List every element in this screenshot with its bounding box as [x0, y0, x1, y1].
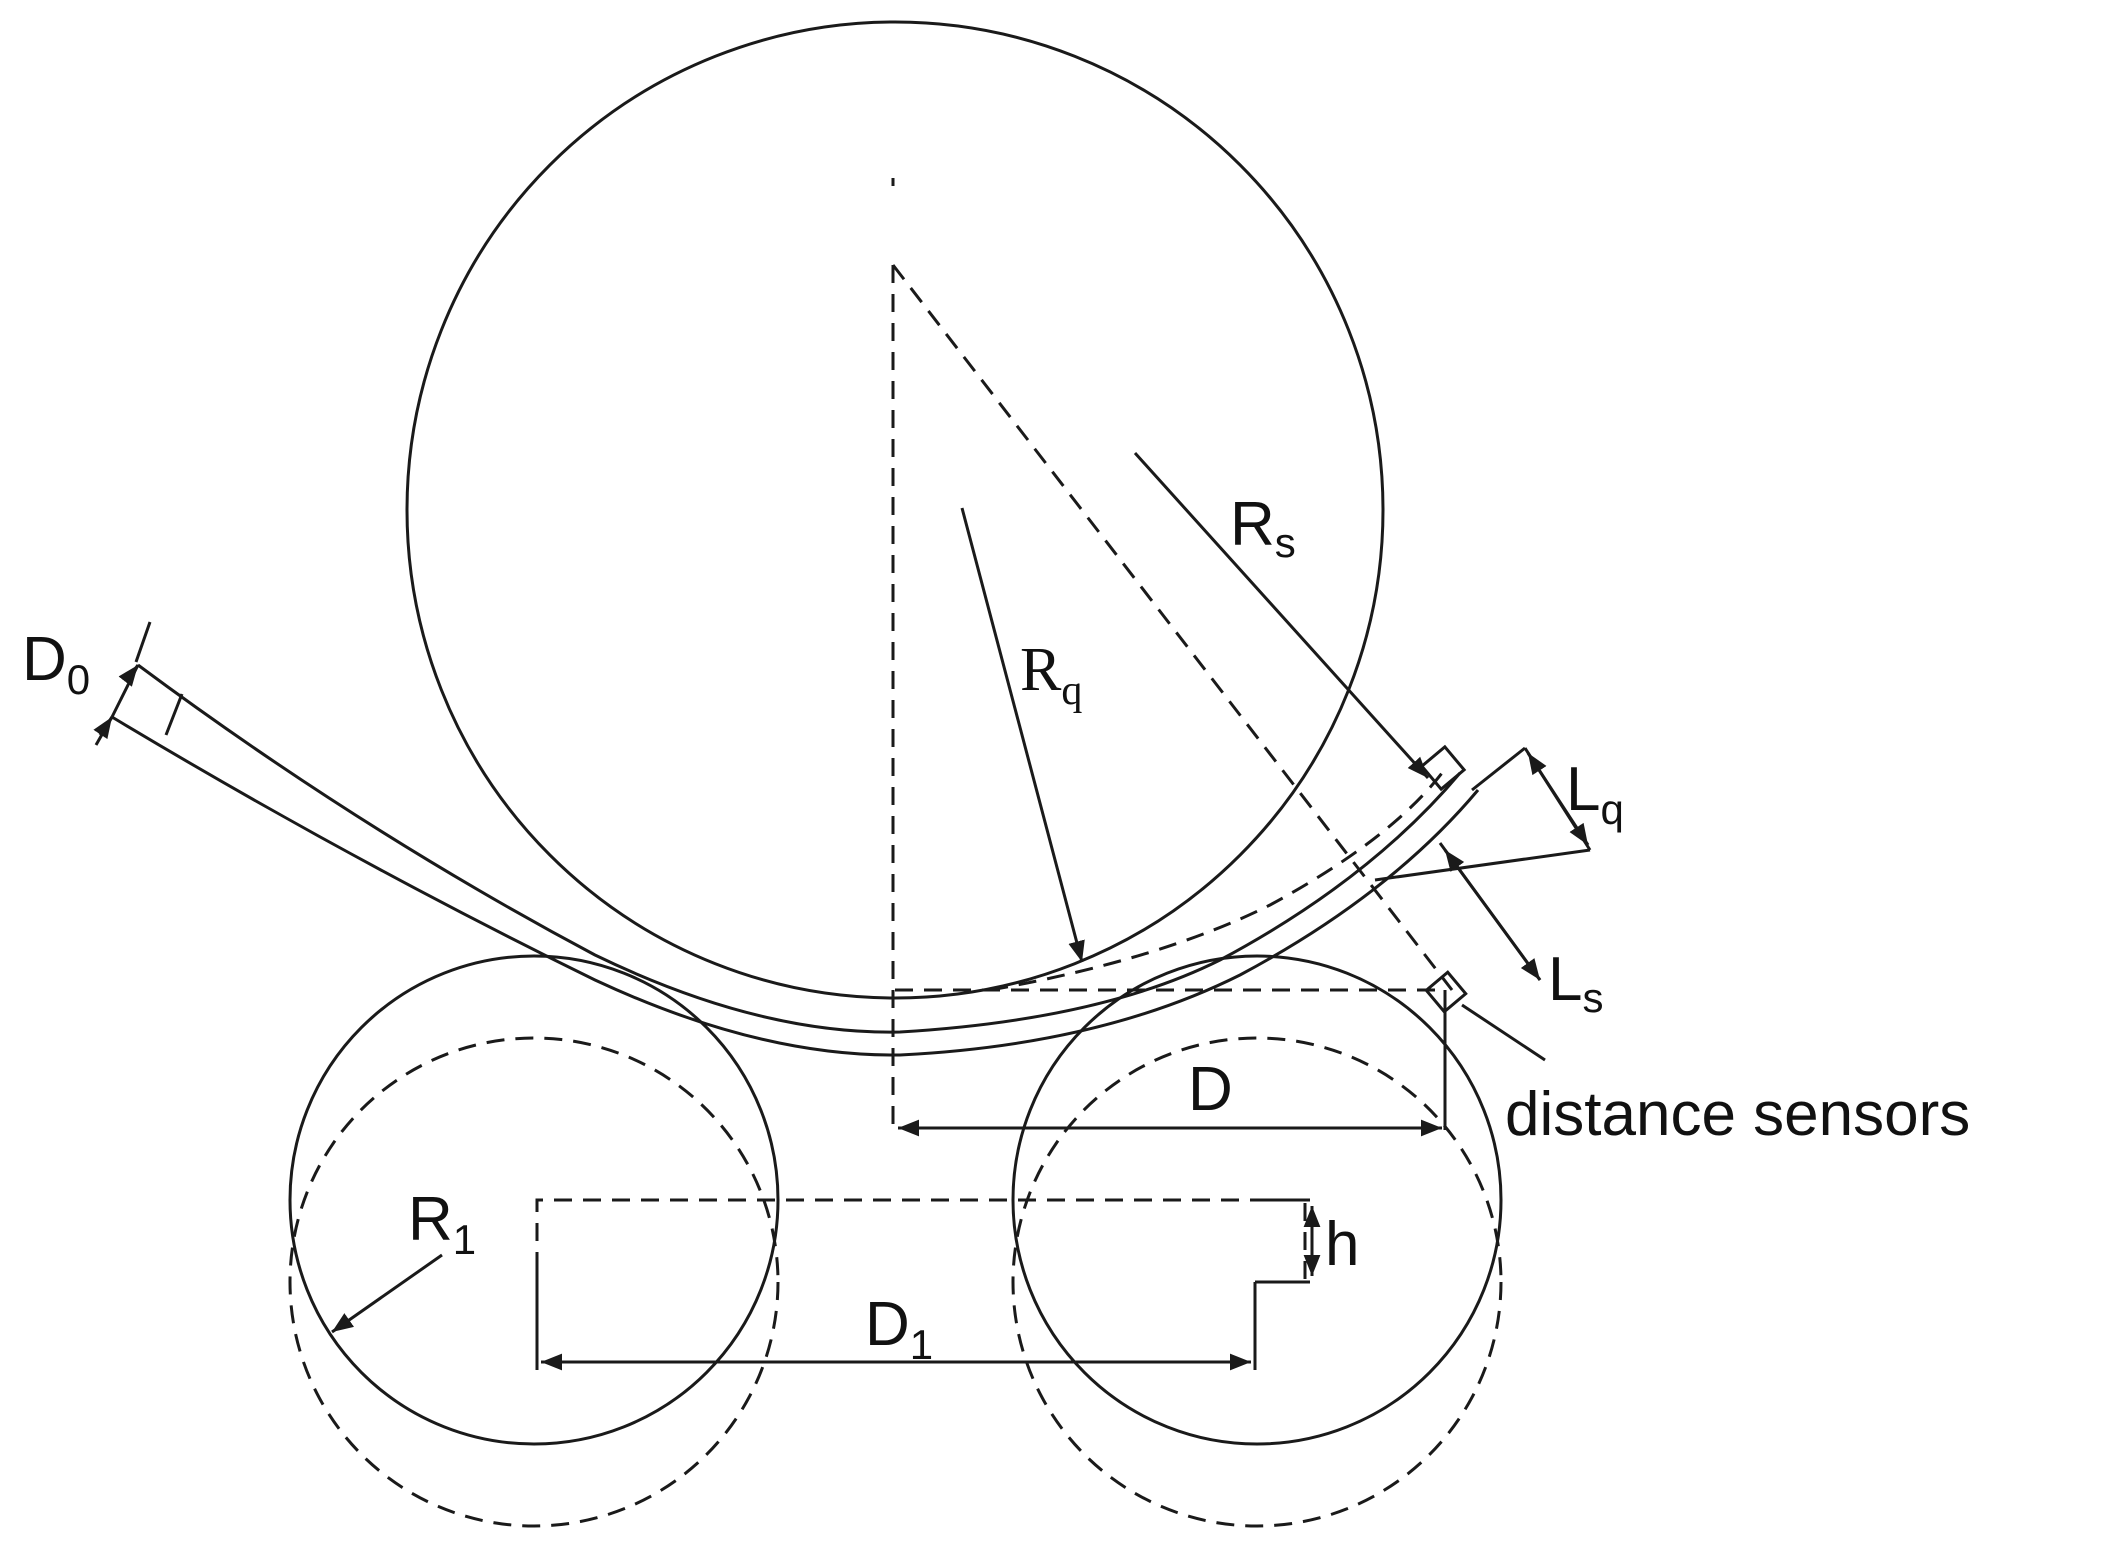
right-bottom-roll	[1011, 954, 1503, 1446]
label-distance-sensors: distance sensors	[1505, 1080, 1970, 1149]
label-d0: D0	[22, 625, 90, 703]
left-bottom-roll-lowered	[288, 1036, 780, 1528]
sensors-leader	[1461, 1003, 1546, 1062]
label-ls: Ls	[1548, 945, 1603, 1021]
rq-radius-leader	[960, 507, 1085, 963]
label-d: D	[1188, 1055, 1233, 1124]
center-line-angled	[891, 264, 1454, 991]
r1-radius-leader	[331, 1253, 443, 1334]
left-bottom-roll	[288, 954, 780, 1446]
top-roll	[405, 20, 1385, 1000]
label-d1: D1	[865, 1290, 933, 1368]
workpiece-bar	[110, 663, 1480, 1057]
label-lq: Lq	[1566, 755, 1624, 833]
d0-dimension	[93, 621, 152, 746]
label-r1: R1	[408, 1185, 476, 1263]
sensor-top	[1419, 744, 1467, 792]
d1-frame	[535, 1198, 1321, 1371]
ls-dimension	[1438, 842, 1542, 981]
label-rq: Rq	[1020, 636, 1082, 714]
right-bottom-roll-lowered	[1011, 1036, 1503, 1528]
sensor-bottom	[1424, 970, 1468, 1014]
rs-radius-leader	[1133, 451, 1430, 780]
label-rs: Rs	[1230, 490, 1296, 566]
label-h: h	[1325, 1210, 1359, 1279]
